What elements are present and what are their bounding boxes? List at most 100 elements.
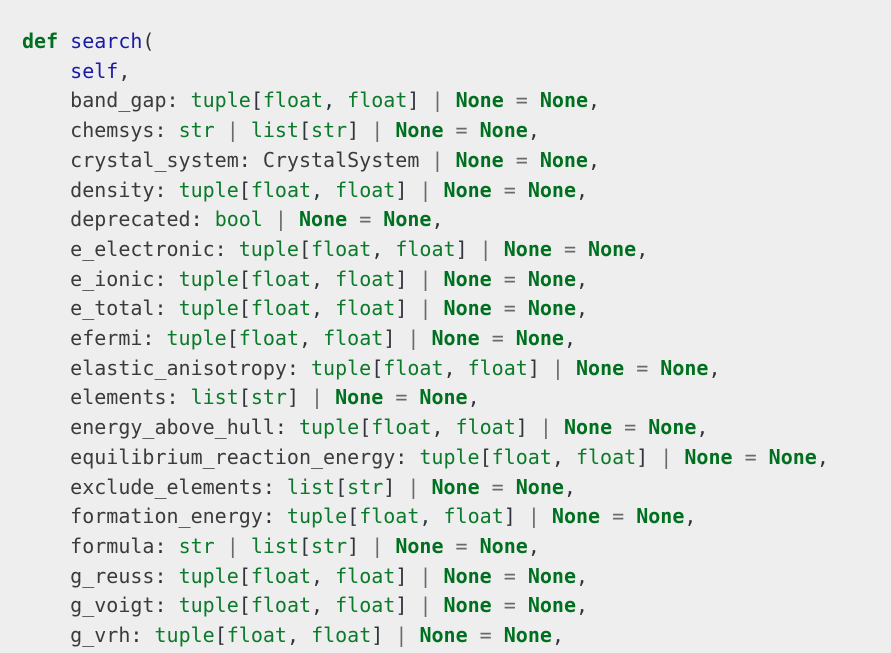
operator-token: = bbox=[347, 207, 384, 232]
type-token: str bbox=[178, 118, 215, 143]
indent-whitespace bbox=[22, 296, 70, 320]
punctuation-token: : bbox=[154, 118, 179, 143]
name-token: g_vrh bbox=[70, 623, 131, 648]
code-line: formation_energy: tuple[float, float] | … bbox=[22, 502, 891, 532]
punctuation-token: [ bbox=[298, 236, 312, 261]
type-token: tuple bbox=[178, 177, 239, 202]
indent-whitespace bbox=[22, 534, 70, 558]
type-token: str bbox=[311, 533, 348, 558]
punctuation-token: ] bbox=[347, 533, 372, 558]
name-token: density bbox=[70, 177, 155, 202]
type-token: tuple bbox=[178, 296, 239, 321]
type-token: float bbox=[575, 444, 637, 469]
none-constant-token: None bbox=[515, 326, 564, 351]
punctuation-token: ] bbox=[515, 415, 540, 440]
type-token: float bbox=[250, 177, 312, 202]
punctuation-token: , bbox=[371, 236, 396, 261]
none-constant-token: None bbox=[431, 474, 480, 499]
operator-token: | bbox=[407, 474, 432, 499]
type-token: str bbox=[311, 118, 348, 143]
punctuation-token: : bbox=[166, 385, 191, 410]
punctuation-token: ] bbox=[371, 623, 396, 648]
indent-whitespace bbox=[22, 207, 70, 231]
type-token: float bbox=[250, 296, 312, 321]
punctuation-token: : bbox=[154, 563, 179, 588]
punctuation-token: ] bbox=[347, 118, 372, 143]
operator-token: | bbox=[419, 266, 444, 291]
type-token: str bbox=[250, 385, 287, 410]
punctuation-token: ] bbox=[455, 236, 480, 261]
none-constant-token: None bbox=[563, 415, 613, 440]
punctuation-token: , bbox=[576, 177, 589, 202]
punctuation-token: : bbox=[142, 326, 167, 351]
function-name-token: search bbox=[70, 29, 143, 53]
name-token: e_electronic bbox=[70, 236, 215, 261]
name-token: e_total bbox=[70, 296, 155, 321]
type-token: float bbox=[238, 326, 299, 351]
punctuation-token: ] bbox=[383, 474, 408, 499]
operator-token: = bbox=[491, 266, 528, 291]
punctuation-token: ] bbox=[395, 177, 420, 202]
none-constant-token: None bbox=[503, 623, 552, 648]
name-token: exclude_elements bbox=[70, 474, 263, 499]
indent-whitespace bbox=[22, 356, 70, 380]
code-line: g_vrh: tuple[float, float] | None = None… bbox=[22, 621, 891, 651]
operator-token: | bbox=[262, 207, 299, 232]
none-constant-token: None bbox=[636, 504, 685, 529]
indent-whitespace bbox=[22, 385, 70, 409]
name-token: g_reuss bbox=[70, 563, 155, 588]
indent-whitespace bbox=[22, 445, 70, 469]
code-line: chemsys: str | list[str] | None = None, bbox=[22, 116, 891, 146]
operator-token: = bbox=[491, 563, 528, 588]
operator-token: | bbox=[419, 593, 444, 618]
punctuation-token: ] bbox=[383, 326, 408, 351]
self-token: self bbox=[70, 58, 119, 83]
operator-token: | bbox=[419, 147, 456, 172]
none-constant-token: None bbox=[539, 147, 588, 172]
name-token: e_ionic bbox=[70, 266, 155, 291]
type-token: tuple bbox=[238, 236, 299, 261]
operator-token: = bbox=[443, 533, 480, 558]
punctuation-token: , bbox=[311, 266, 336, 291]
indent-whitespace bbox=[22, 623, 70, 647]
type-token: float bbox=[467, 355, 528, 380]
punctuation-token: : bbox=[154, 593, 179, 618]
name-token: equilibrium_reaction_energy bbox=[70, 444, 396, 469]
code-line: exclude_elements: list[str] | None = Non… bbox=[22, 473, 891, 503]
type-token: float bbox=[335, 563, 396, 588]
punctuation-token: ] bbox=[286, 385, 312, 410]
type-token: tuple bbox=[190, 88, 251, 113]
none-constant-token: None bbox=[527, 593, 577, 618]
type-token: float bbox=[226, 623, 287, 648]
type-token: float bbox=[250, 266, 312, 291]
name-token: efermi bbox=[70, 326, 143, 351]
none-constant-token: None bbox=[298, 207, 348, 232]
punctuation-token: , bbox=[576, 296, 589, 321]
type-token: tuple bbox=[178, 563, 239, 588]
punctuation-token: : bbox=[154, 296, 179, 321]
name-token: formation_energy bbox=[70, 504, 263, 529]
indent-whitespace bbox=[22, 564, 70, 588]
code-block: def search( self, band_gap: tuple[float,… bbox=[0, 20, 891, 653]
operator-token: = bbox=[612, 415, 649, 440]
punctuation-token: ] bbox=[395, 266, 420, 291]
type-token: float bbox=[250, 563, 312, 588]
type-token: float bbox=[335, 177, 396, 202]
punctuation-token: : bbox=[395, 444, 420, 469]
type-token: float bbox=[491, 444, 552, 469]
type-token: str bbox=[347, 474, 384, 499]
punctuation-token: , bbox=[551, 623, 564, 648]
operator-token: | bbox=[371, 118, 396, 143]
operator-token: | bbox=[527, 504, 552, 529]
operator-token: = bbox=[491, 296, 528, 321]
type-token: float bbox=[335, 593, 396, 618]
name-token: chemsys bbox=[70, 118, 155, 143]
punctuation-token: ] bbox=[407, 88, 432, 113]
indent-whitespace bbox=[22, 415, 70, 439]
punctuation-token: : bbox=[214, 236, 239, 261]
indent-whitespace bbox=[22, 88, 70, 112]
operator-token: | bbox=[419, 563, 444, 588]
type-token: float bbox=[250, 593, 312, 618]
code-line: crystal_system: CrystalSystem | None = N… bbox=[22, 146, 891, 176]
punctuation-token: , bbox=[467, 385, 480, 410]
